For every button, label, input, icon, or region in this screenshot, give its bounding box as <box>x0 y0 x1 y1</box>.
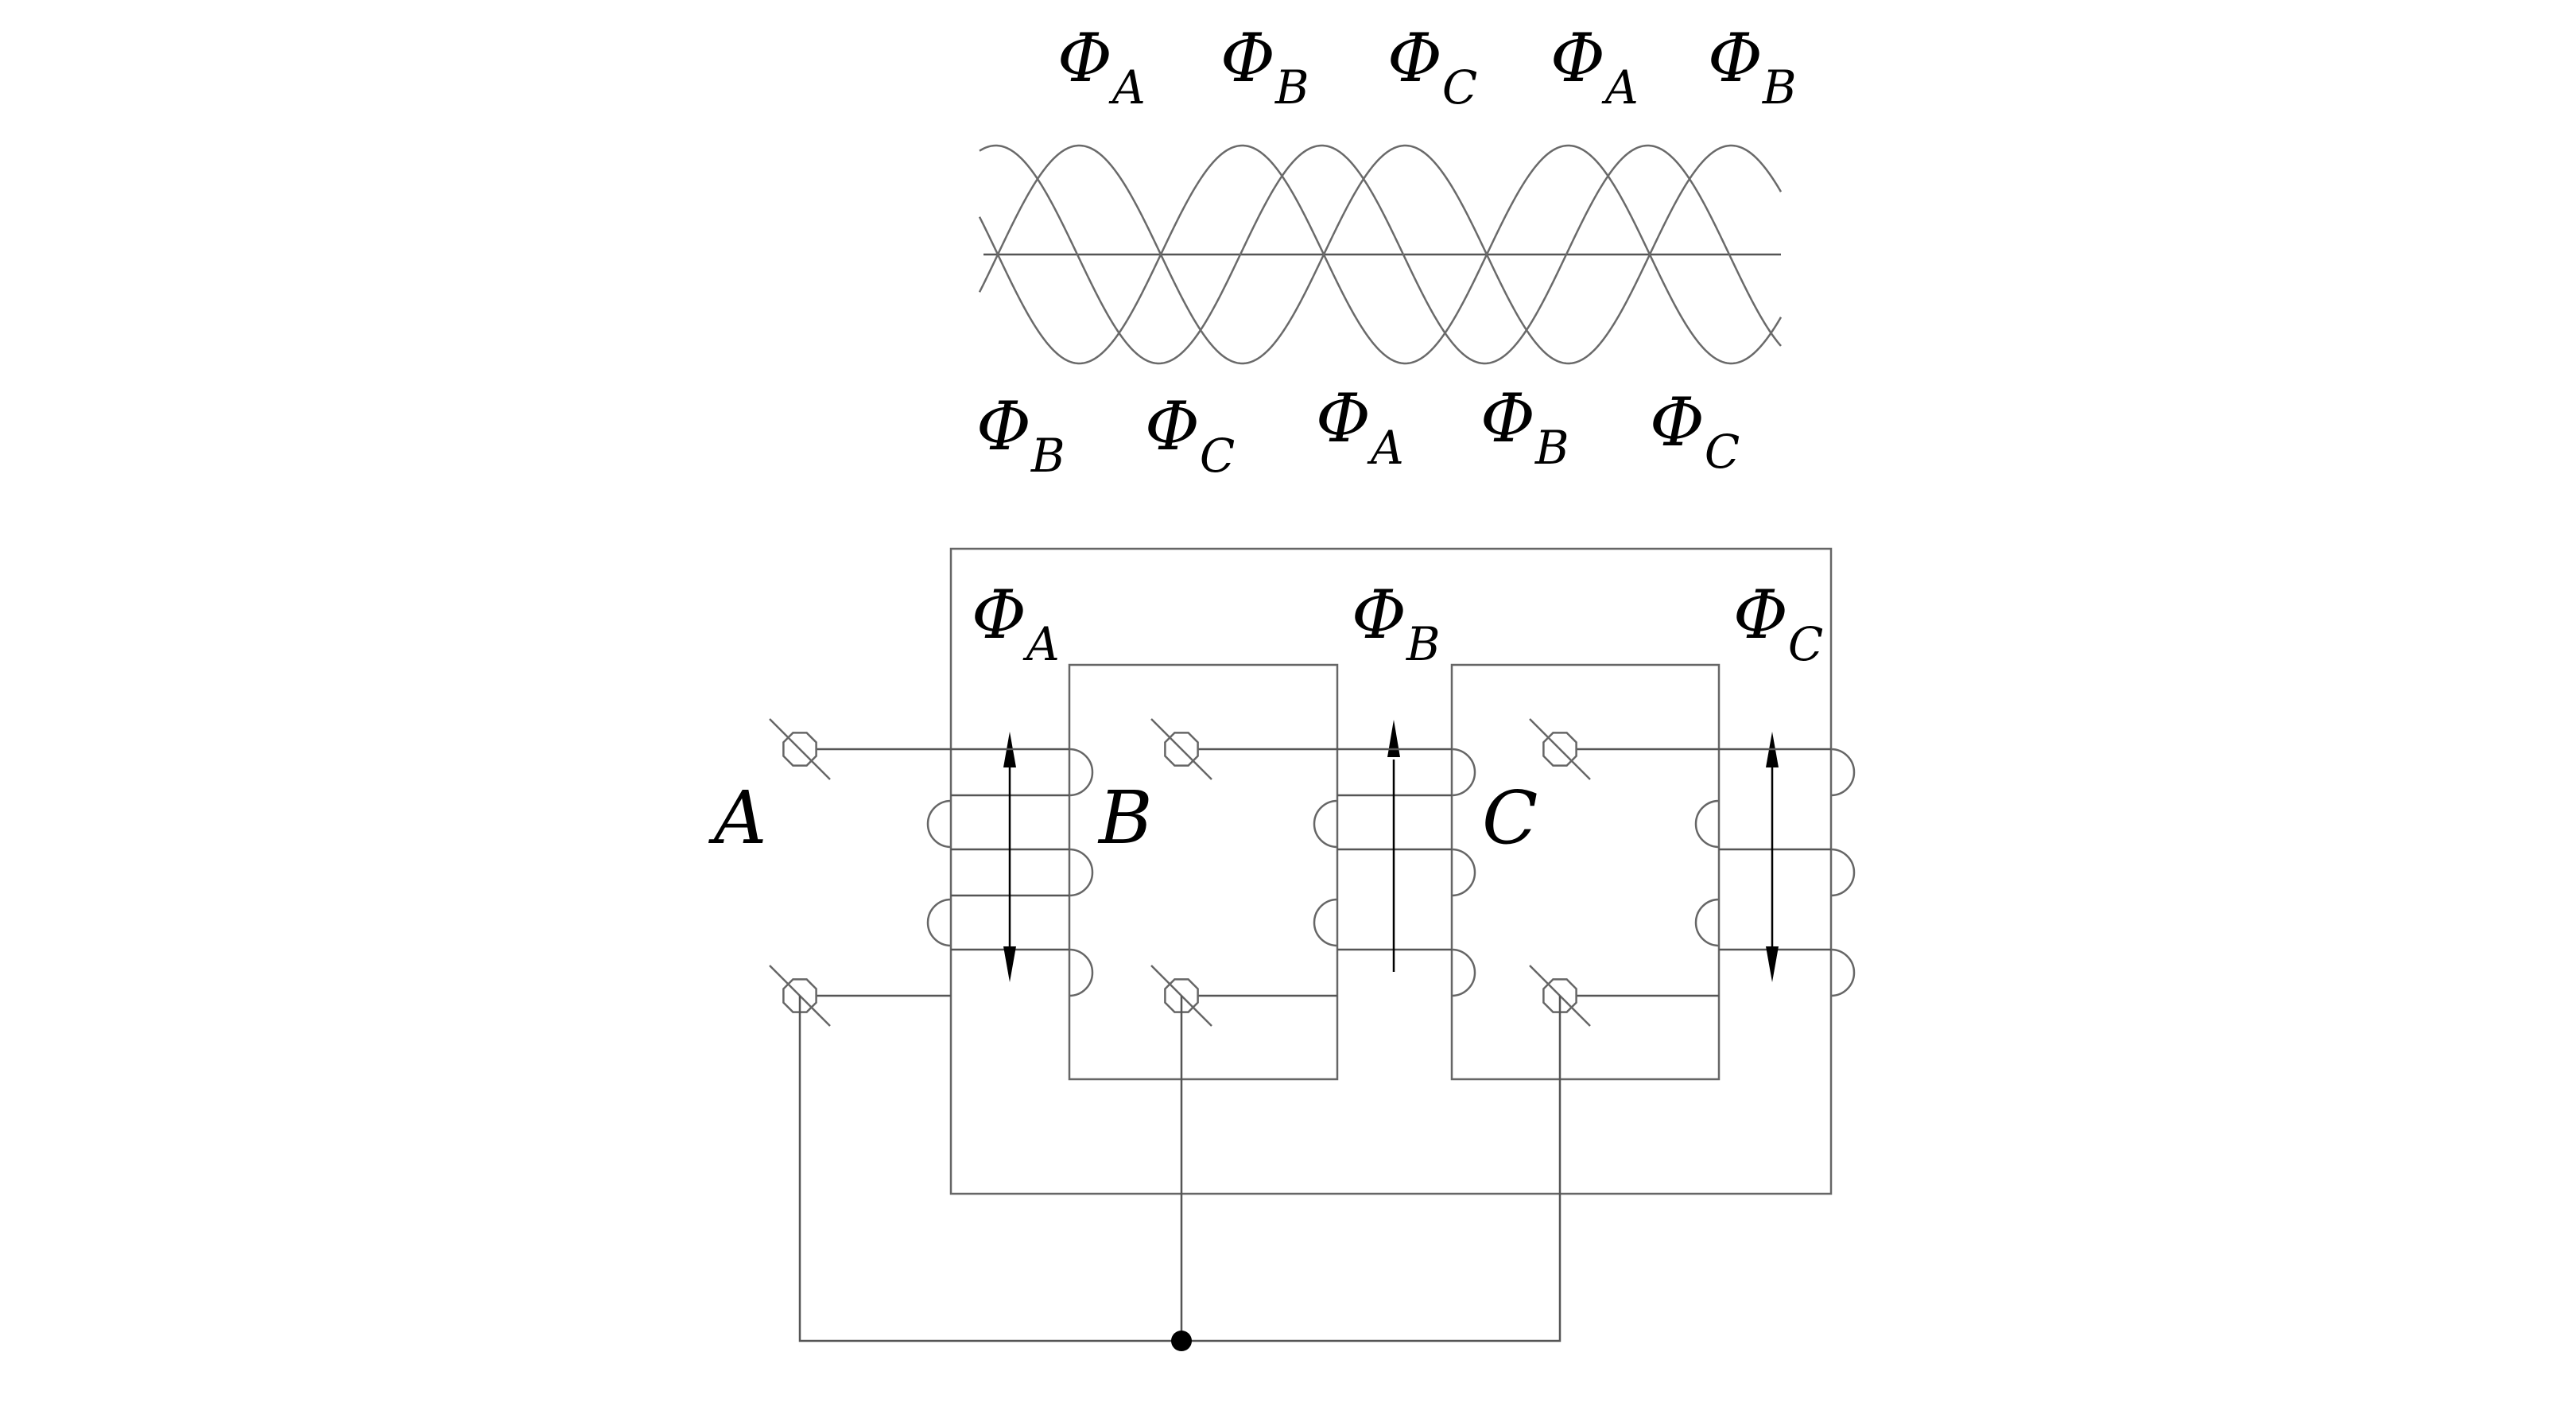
core-outer <box>949 547 1833 1195</box>
wave-label-bottom-2: ΦC <box>1145 387 1235 483</box>
limb-c: ΦC C <box>1482 576 1856 1028</box>
wave-label-top-5: ΦB <box>1708 19 1797 115</box>
core-window-right <box>1450 663 1721 1081</box>
terminal-c-label: C <box>1482 775 1538 861</box>
waveform-panel: ΦA ΦB ΦC ΦA ΦB ΦB ΦC ΦA ΦB ΦC <box>976 19 1797 483</box>
transformer-core <box>949 547 1833 1195</box>
wave-phi-b <box>979 144 1782 365</box>
wave-phi-a <box>978 144 1783 365</box>
wave-label-top-3: ΦC <box>1387 19 1477 115</box>
wave-label-top-4: ΦA <box>1550 19 1639 115</box>
limb-b: ΦB B <box>1097 576 1476 1028</box>
flux-arrow-c <box>1766 732 1779 982</box>
wave-phi-c <box>978 144 1783 365</box>
wave-label-bottom-1: ΦB <box>976 387 1065 483</box>
terminal-a-label: A <box>708 775 766 861</box>
limb-a-flux-label: ΦA <box>972 576 1060 671</box>
flux-arrow-a <box>1003 732 1016 982</box>
core-window-left <box>1068 663 1339 1081</box>
terminal-b-label: B <box>1097 775 1153 861</box>
neutral-connection <box>798 996 1562 1351</box>
wave-label-top-1: ΦA <box>1057 19 1146 115</box>
wave-label-bottom-4: ΦB <box>1480 379 1569 475</box>
wave-label-bottom-5: ΦC <box>1650 383 1740 479</box>
coil-c <box>1694 748 1856 997</box>
wave-label-bottom-3: ΦA <box>1316 379 1404 475</box>
junction-dot-icon <box>1171 1331 1192 1351</box>
flux-arrow-b <box>1387 720 1400 972</box>
wave-label-top-2: ΦB <box>1220 19 1309 115</box>
limb-c-flux-label: ΦC <box>1733 576 1823 671</box>
limb-b-flux-label: ΦB <box>1352 576 1441 671</box>
limb-a: ΦA A <box>708 576 1094 1028</box>
